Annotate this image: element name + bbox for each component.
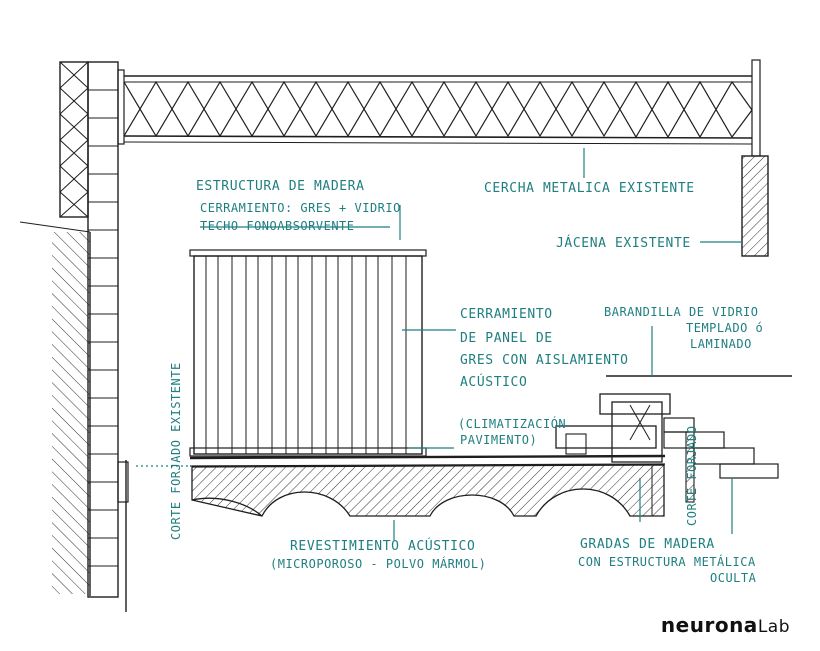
label-corte-forjado: CORTE FORJADO	[685, 426, 699, 526]
label-gradas-line3: OCULTA	[710, 571, 757, 585]
leader-lines	[136, 148, 742, 540]
label-panel-line3: GRES CON AISLAMIENTO	[460, 353, 629, 368]
logo-strong: neurona	[660, 613, 758, 637]
label-revestimiento-line2: (MICROPOROSO - POLVO MÁRMOL)	[270, 556, 486, 571]
wooden-stands	[555, 375, 792, 503]
label-panel-line4: ACÚSTICO	[460, 374, 527, 390]
label-barandilla-line2: TEMPLADO ó	[686, 321, 763, 335]
label-panel-line1: CERRAMIENTO	[460, 307, 553, 322]
label-estructura: ESTRUCTURA DE MADERA	[196, 179, 365, 194]
floor-slab	[189, 454, 666, 517]
wood-panel-enclosure	[189, 249, 427, 457]
label-panel-line2: DE PANEL DE	[460, 331, 553, 346]
logo-light: Lab	[757, 617, 790, 637]
neuronalab-logo: neuronaLab	[661, 613, 790, 637]
label-barandilla-line3: LAMINADO	[690, 337, 752, 351]
label-climatizacion-line1: (CLIMATIZACIÓN	[458, 416, 566, 431]
label-jacena: JÁCENA EXISTENTE	[556, 235, 691, 251]
label-cercha: CERCHA METALICA EXISTENTE	[484, 181, 695, 196]
label-gradas-line2: CON ESTRUCTURA METÁLICA	[578, 554, 756, 569]
label-climatizacion-line2: PAVIMENTO)	[460, 433, 537, 447]
existing-wall-left	[19, 61, 129, 612]
label-cerramiento-gres-vidrio: CERRAMIENTO: GRES + VIDRIO	[200, 201, 401, 215]
label-revestimiento-line1: REVESTIMIENTO ACÚSTICO	[290, 538, 475, 554]
existing-beam	[741, 155, 769, 257]
label-corte-forjado-existente: CORTE FORJADO EXISTENTE	[169, 362, 183, 540]
label-techo: TECHO FONOABSORVENTE	[200, 219, 355, 233]
label-gradas-line1: GRADAS DE MADERA	[580, 537, 715, 552]
metal-truss	[117, 59, 761, 157]
label-barandilla-line1: BARANDILLA DE VIDRIO	[604, 305, 759, 319]
